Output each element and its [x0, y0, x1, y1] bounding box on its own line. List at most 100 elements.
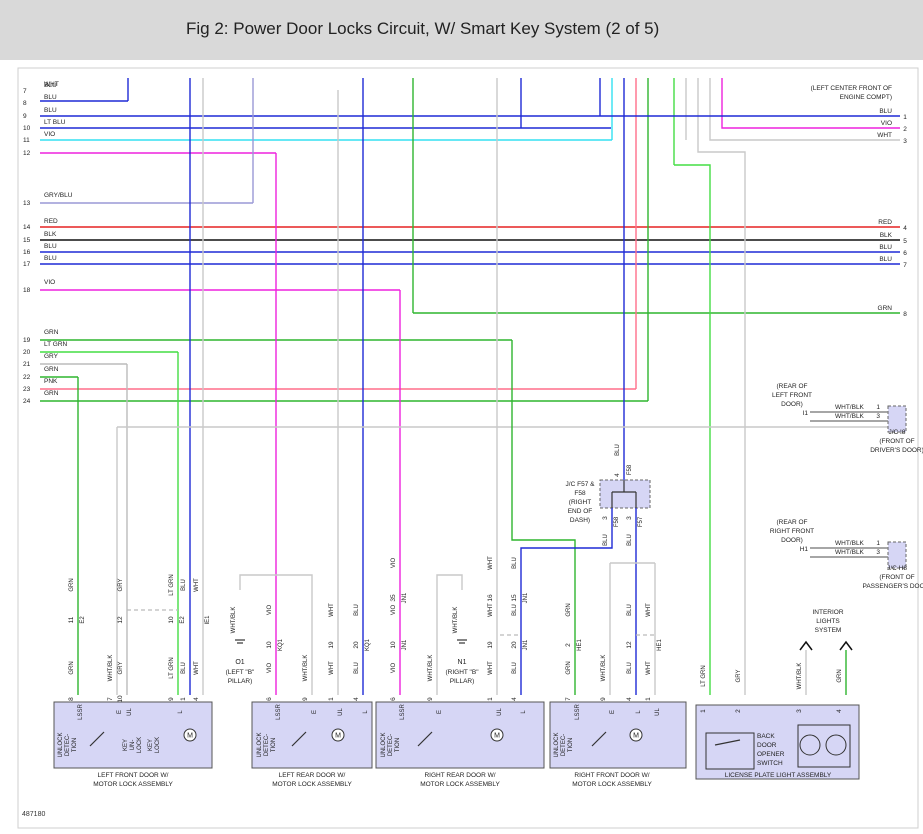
rf-unlock-1: DETEC-	[561, 734, 567, 756]
left-wire-label-19: GRN	[44, 329, 59, 336]
interior-lights-0: INTERIOR	[812, 609, 843, 616]
lf-cconn-0: E2	[80, 616, 86, 624]
assembly-name-2-1: MOTOR LOCK ASSEMBLY	[420, 781, 500, 788]
rf-pin-2: 4	[626, 697, 633, 701]
right-wire-label-1: BLU	[879, 108, 892, 115]
rf-plabel-3: UL	[655, 708, 661, 716]
jc-h8-wire-0: WHT/BLK	[835, 540, 865, 547]
rr1-ccolor-1: WHT	[488, 556, 494, 570]
rr1-cpin-1: 16	[487, 594, 494, 602]
assembly-name-0-0: LEFT FRONT DOOR W/	[98, 772, 169, 779]
lr-plabel-0: LSSR	[276, 704, 282, 720]
rf-wire-3: WHT	[646, 661, 652, 675]
left-pin-18: 18	[23, 287, 31, 294]
rf-cconn-2: HE1	[657, 639, 663, 651]
left-pin-19: 19	[23, 337, 31, 344]
wire-gnd-n1	[436, 574, 463, 695]
lf-keylock-1: LOCK	[155, 737, 161, 753]
jc-h8-box	[887, 541, 907, 569]
rr1-cpin-2: 15	[511, 594, 518, 602]
jc-i8-name-1: (FRONT OF	[879, 438, 914, 445]
jc-f57-conn-1: F57	[638, 516, 644, 527]
lp-pin-3: 4	[836, 709, 843, 713]
jc-f57-name-3: END OF	[568, 508, 593, 515]
wire-gry-lp	[697, 78, 746, 695]
lf-ccolor-4: WHT	[194, 578, 200, 592]
door-switch-2	[417, 731, 433, 747]
interior-lights-1: LIGHTS	[816, 618, 840, 625]
rr-pin-3: 4	[511, 697, 518, 701]
jc-i8-wpin-0: 1	[876, 404, 880, 411]
right-pin-6: 6	[903, 250, 907, 257]
jc-f57-name-4: DASH)	[570, 517, 590, 524]
left-wire-label-15: BLK	[44, 231, 57, 238]
rr2-ccolor-0: VIO	[391, 605, 397, 616]
jc-h8-name-0: J/C H8	[887, 565, 907, 572]
assembly-name-2-0: RIGHT REAR DOOR W/	[424, 772, 495, 779]
rr2-ccolor-1: WHT	[488, 603, 494, 617]
jc-f57-pin-1: 3	[626, 516, 633, 520]
jc-i8-rear-2: DOOR)	[781, 401, 803, 408]
left-wire-label-20: LT GRN	[44, 341, 68, 348]
right-wire-label-3: WHT	[877, 132, 892, 139]
left-pin-20: 20	[23, 349, 31, 356]
assembly-name-1-0: LEFT REAR DOOR W/	[279, 772, 346, 779]
lp-pin-1: 2	[735, 709, 742, 713]
assembly-box-3	[549, 701, 687, 769]
rf-unlock-0: UNLOCK	[554, 732, 560, 757]
lf-plabel-0: LSSR	[78, 704, 84, 720]
rr-plabel-1: E	[437, 710, 443, 714]
assembly-name-4-0: LICENSE PLATE LIGHT ASSEMBLY	[725, 772, 832, 779]
rr-wire-0: VIO	[391, 663, 397, 674]
jc-h8-name-2: PASSENGER'S DOOR)	[862, 583, 923, 590]
ground-n1-label-1: PILLAR)	[450, 678, 475, 685]
left-wire-label-9: BLU	[44, 107, 57, 114]
jc-f57-box	[599, 479, 651, 509]
jc-f57-top-pin: 4	[614, 473, 621, 477]
jc-f57-top-conn: F58	[627, 464, 633, 475]
rr-plabel-3: L	[521, 710, 527, 714]
rr1-cconn-2: JN1	[523, 592, 529, 603]
lr-cconn-2: KQ1	[365, 638, 371, 651]
rr-wire-3: BLU	[512, 662, 518, 674]
lf-wire-1: WHT/BLK	[108, 655, 114, 682]
lf-wire-2: GRY	[118, 662, 124, 675]
jc-i8-name-2: DRIVER'S DOOR)	[870, 447, 923, 454]
right-wire-label-4: RED	[878, 219, 892, 226]
rf-plabel-2: L	[636, 710, 642, 714]
jc-h8-name-1: (FRONT OF	[879, 574, 914, 581]
rf-cconn-0: HE1	[577, 639, 583, 651]
lr-plabel-3: L	[363, 710, 369, 714]
rr-plabel-0: LSSR	[400, 704, 406, 720]
lf-unlock-2: TION	[72, 738, 78, 752]
lf-cconn-4: IE1	[205, 615, 211, 625]
rf-ccolor-2: WHT	[646, 603, 652, 617]
left-pin-24: 24	[23, 398, 31, 405]
lf-cpin-1: 12	[117, 616, 124, 624]
lp-wire-2: WHT/BLK	[797, 663, 803, 690]
lr-wire-3: BLU	[354, 662, 360, 674]
title-bar: Fig 2: Power Door Locks Circuit, W/ Smar…	[0, 0, 923, 60]
rr2-cconn-2: JN1	[523, 639, 529, 650]
wire-h-3-wht	[709, 128, 900, 141]
lr-pin-2: 1	[328, 697, 335, 701]
left-wire-label-16: BLU	[44, 243, 57, 250]
rr-wire-2: WHT	[488, 661, 494, 675]
lp-switch-label-3: SWITCH	[757, 760, 783, 767]
lf-unlock-0: UNLOCK	[58, 732, 64, 757]
assembly-box-1	[251, 701, 373, 769]
lr-cconn-0: KQ1	[278, 638, 284, 651]
rf-plabel-1: E	[610, 710, 616, 714]
lr-plabel-2: UL	[338, 708, 344, 716]
left-top-wht-label: WHT	[44, 81, 59, 88]
left-wire-label-18: VIO	[44, 279, 55, 286]
right-wire-label-7: BLU	[879, 256, 892, 263]
lr-wire-2: WHT	[329, 661, 335, 675]
right-pin-5: 5	[903, 238, 907, 245]
lf-plabel-2: UL	[127, 708, 133, 716]
lr-cpin-2: 20	[353, 641, 360, 649]
interior-lights-2: SYSTEM	[815, 627, 842, 634]
right-pin-2: 2	[903, 126, 907, 133]
left-wire-label-23: PNK	[44, 378, 58, 385]
right-pin-7: 7	[903, 262, 907, 269]
